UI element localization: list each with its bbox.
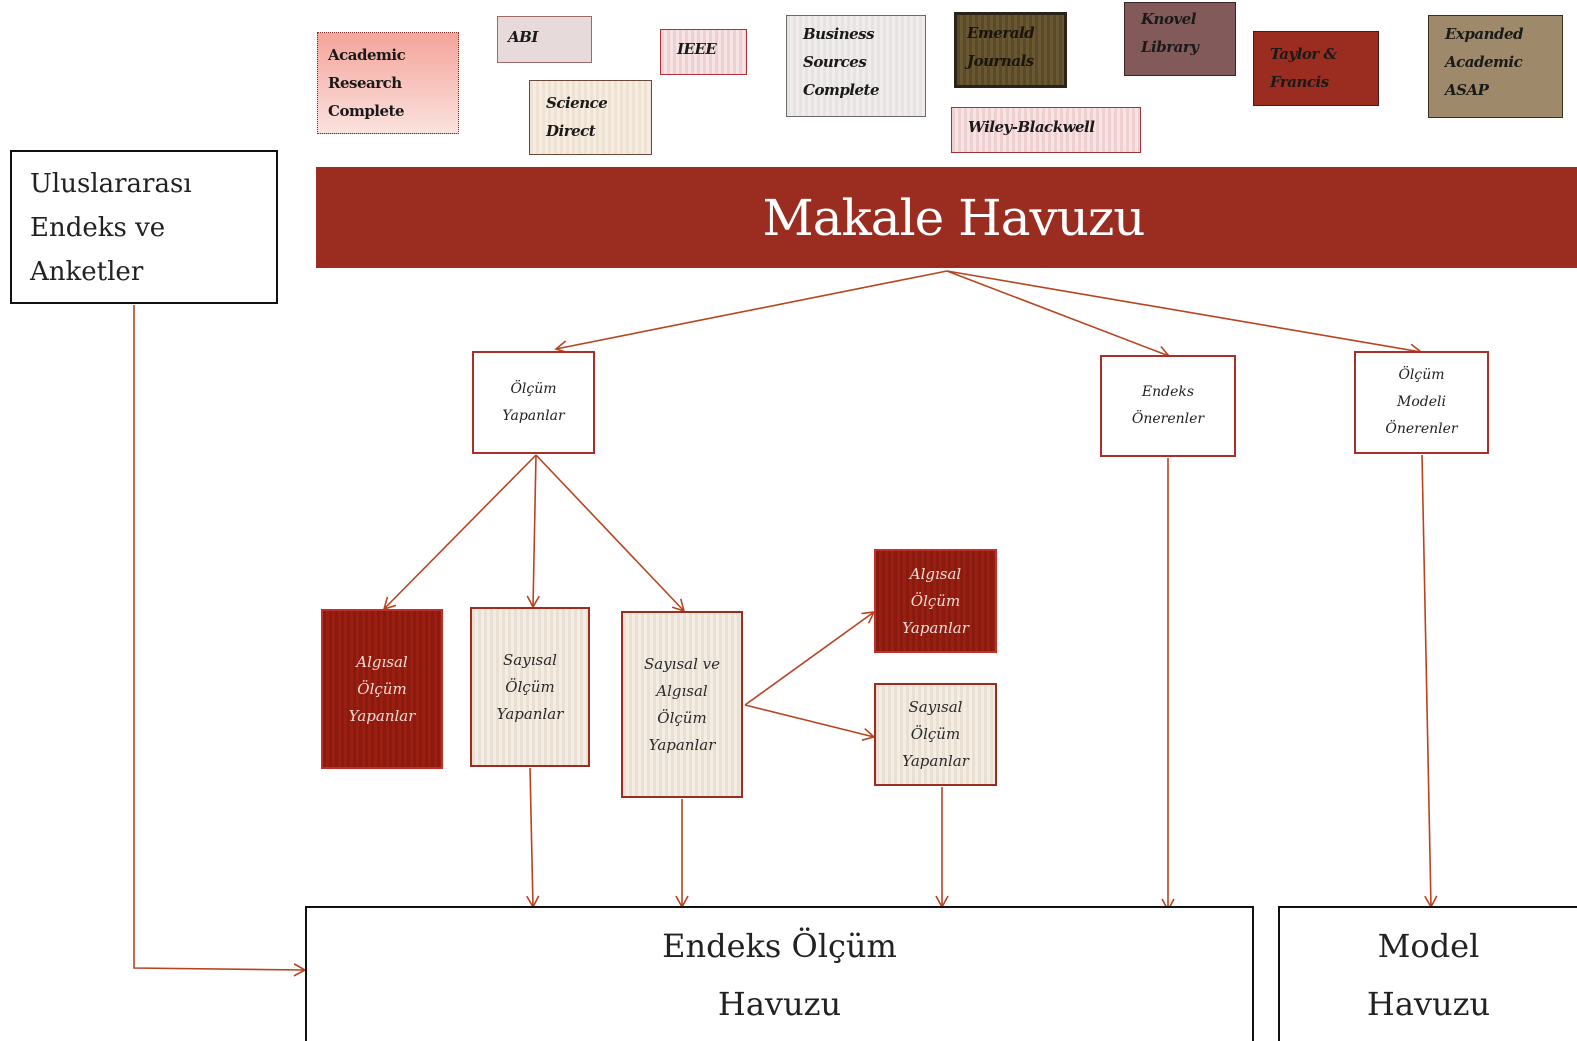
- arrow-banner-to-endeks: [946, 270, 1171, 359]
- arrow-mixed-to-algisal-sub: [744, 611, 876, 706]
- source-emerald-journals: Emerald Journals: [954, 12, 1067, 88]
- sayisal-ve-algisal-olcum-yapanlar-node: Sayısal ve Algısal Ölçüm Yapanlar: [621, 611, 743, 798]
- endeks-onerenler-node: Endeks Önerenler: [1100, 355, 1236, 457]
- arrow-olcum-to-sayisal-algisal: [535, 454, 686, 613]
- source-science-direct: Science Direct: [529, 80, 652, 155]
- model-havuzu-box: Model Havuzu: [1278, 906, 1577, 1041]
- source-business-sources-complete: Business Sources Complete: [786, 15, 926, 117]
- sayisal-olcum-yapanlar-node: Sayısal Ölçüm Yapanlar: [470, 607, 590, 767]
- source-wiley-blackwell: Wiley-Blackwell: [951, 107, 1141, 153]
- uluslararasi-endeks-box: Uluslararası Endeks ve Anketler: [10, 150, 278, 304]
- makale-havuzu-banner: Makale Havuzu: [316, 167, 1577, 268]
- arrow-sayisal-to-pool: [526, 767, 540, 909]
- algisal-olcum-yapanlar-node: Algısal Ölçüm Yapanlar: [321, 609, 443, 769]
- endeks-olcum-havuzu-box: Endeks Ölçüm Havuzu: [305, 906, 1254, 1041]
- arrow-left-box-to-pool: [133, 305, 307, 977]
- arrow-banner-to-olcum: [554, 270, 948, 354]
- arrow-model-onerenler-to-model-pool: [1421, 454, 1438, 909]
- source-abi: ABI: [497, 16, 592, 63]
- source-ieee: IEEE: [660, 29, 747, 75]
- source-knovel-library: Knovel Library: [1124, 2, 1236, 76]
- olcum-modeli-onerenler-node: Ölçüm Modeli Önerenler: [1354, 351, 1489, 454]
- arrow-olcum-to-algisal: [382, 454, 537, 611]
- source-expanded-academic-asap: Expanded Academic ASAP: [1428, 15, 1563, 118]
- arrow-banner-to-model: [946, 270, 1423, 357]
- source-taylor-francis: Taylor & Francis: [1253, 31, 1379, 106]
- sayisal-olcum-yapanlar-sub-node: Sayısal Ölçüm Yapanlar: [874, 683, 997, 786]
- arrow-olcum-to-sayisal: [526, 454, 540, 609]
- banner-title: Makale Havuzu: [762, 188, 1146, 247]
- arrow-mixed-to-sayisal-sub: [744, 704, 876, 741]
- source-academic-research-complete: Academic Research Complete: [317, 32, 459, 134]
- algisal-olcum-yapanlar-sub-node: Algısal Ölçüm Yapanlar: [874, 549, 997, 653]
- olcum-yapanlar-node: Ölçüm Yapanlar: [472, 351, 595, 454]
